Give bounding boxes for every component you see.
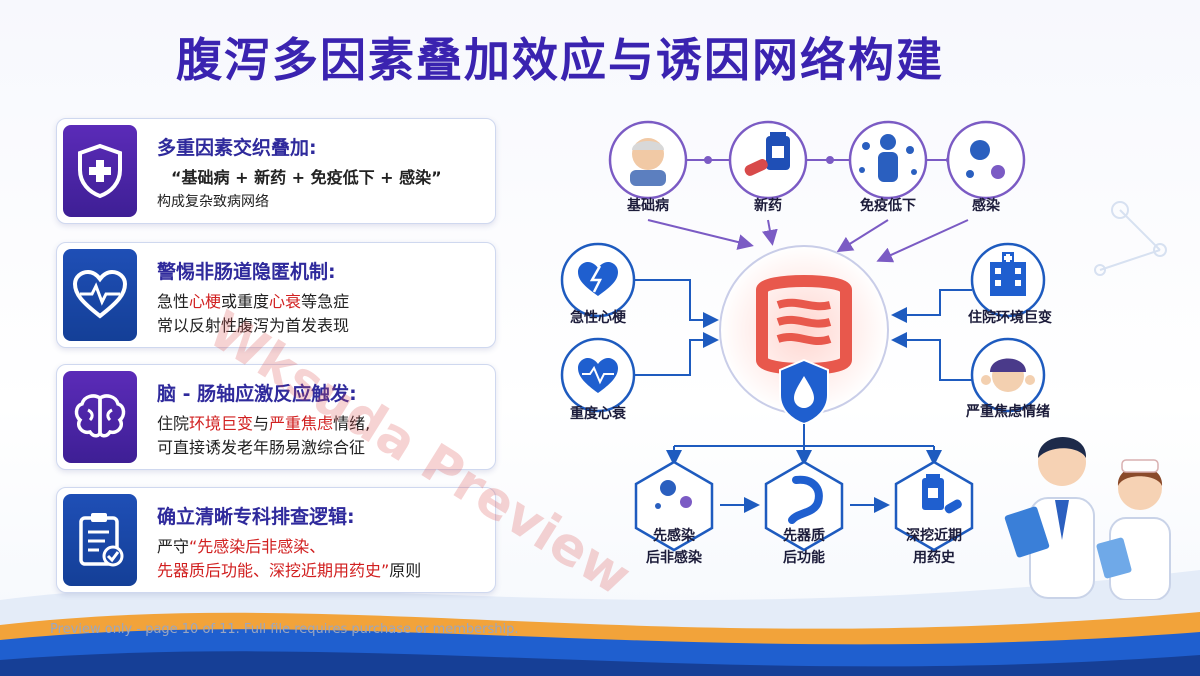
bottom-node-medication-history: 深挖近期 用药史 [894, 460, 974, 566]
card-line: 常以反射性腹泻为首发表现 [157, 316, 350, 335]
card-heading: 多重因素交织叠加: [157, 137, 317, 159]
card-brain-gut: 脑 - 肠轴应激反应触发: 住院环境巨变与严重焦虑情绪, 可直接诱发老年肠易激综… [56, 364, 496, 470]
node-label: 先器质 [783, 527, 825, 544]
node-label: 住院环境巨变 [968, 309, 1052, 326]
card-line: 严守“先感染后非感染、 [157, 537, 326, 556]
node-label: 免疫低下 [860, 197, 916, 214]
card-non-intestinal: 警惕非肠道隐匿机制: 急性心梗或重度心衰等急症 常以反射性腹泻为首发表现 [56, 242, 496, 348]
bottom-node-infection-first: 先感染 后非感染 [634, 460, 714, 566]
node-label: 基础病 [627, 197, 669, 214]
left-node-heart-attack: 急性心梗 [560, 242, 636, 326]
doctor-figure [1004, 437, 1095, 599]
node-label: 深挖近期 [906, 527, 962, 544]
doctor-nurse-illustration [1004, 437, 1171, 600]
preview-footer: Preview only - page 10 of 11. Full file … [50, 622, 519, 637]
brain-icon [63, 371, 137, 463]
shield-plus-icon [63, 125, 137, 217]
card-multi-factor: 多重因素交织叠加: “基础病 + 新药 + 免疫低下 + 感染” 构成复杂致病网… [56, 118, 496, 224]
card-line: 先器质后功能、深挖近期用药史”原则 [157, 561, 422, 580]
node-label: 感染 [972, 197, 1001, 214]
top-node-infection: 感染 [946, 120, 1026, 214]
card-heading: 脑 - 肠轴应激反应触发: [157, 383, 357, 405]
bottom-node-organic-first: 先器质 后功能 [764, 460, 844, 566]
right-node-hospital: 住院环境巨变 [968, 242, 1052, 326]
node-label: 用药史 [913, 549, 956, 566]
nurse-figure [1096, 459, 1171, 600]
card-heading: 确立清晰专科排查逻辑: [157, 506, 355, 528]
top-node-immunity: 免疫低下 [848, 120, 928, 214]
node-label: 先感染 [653, 527, 696, 544]
intestine-icon [756, 275, 852, 375]
page-title: 腹泻多因素叠加效应与诱因网络构建 [176, 33, 944, 87]
card-line: 住院环境巨变与严重焦虑情绪, [157, 414, 371, 433]
water-drop-shield-icon [779, 358, 829, 426]
top-node-chronic-disease: 基础病 [608, 120, 688, 214]
card-line: “基础病 + 新药 + 免疫低下 + 感染” [171, 168, 442, 187]
left-node-heart-failure: 重度心衰 [560, 337, 636, 422]
node-label: 新药 [754, 197, 782, 214]
clipboard-check-icon [63, 494, 137, 586]
node-label: 严重焦虑情绪 [965, 403, 1050, 420]
card-line: 急性心梗或重度心衰等急症 [157, 292, 350, 311]
top-node-new-drug: 新药 [728, 120, 808, 214]
node-label: 重度心衰 [570, 405, 627, 422]
card-line: 可直接诱发老年肠易激综合征 [157, 438, 366, 457]
heart-pulse-icon [63, 249, 137, 341]
node-label: 后功能 [783, 549, 825, 566]
card-diagnostic-logic: 确立清晰专科排查逻辑: 严守“先感染后非感染、 先器质后功能、深挖近期用药史”原… [56, 487, 496, 593]
cause-network-diagram: 基础病 新药 免疫低下 感染 急性心梗 重度心衰 [560, 120, 1052, 566]
right-node-anxiety: 严重焦虑情绪 [965, 337, 1050, 420]
node-label: 急性心梗 [570, 309, 627, 326]
card-heading: 警惕非肠道隐匿机制: [157, 261, 336, 283]
node-label: 后非感染 [646, 549, 703, 566]
card-line: 构成复杂致病网络 [157, 194, 269, 210]
